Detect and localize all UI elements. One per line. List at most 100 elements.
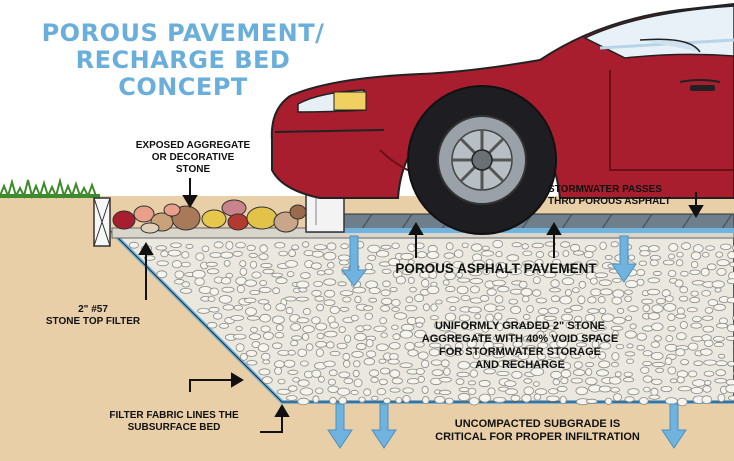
gravel-stone <box>409 286 417 293</box>
gravel-stone <box>642 361 653 367</box>
gravel-stone <box>556 385 568 392</box>
label-porous-asphalt: POROUS ASPHALT PAVEMENT <box>395 261 597 276</box>
gravel-stone <box>564 289 572 297</box>
gravel-stone <box>426 285 440 295</box>
gravel-stone <box>510 394 521 402</box>
gravel-stone <box>209 252 223 258</box>
gravel-stone <box>496 370 510 376</box>
gravel-stone <box>305 343 314 351</box>
gravel-stone <box>468 397 480 406</box>
gravel-stone <box>460 294 471 301</box>
gravel-stone <box>483 303 498 313</box>
gravel-stone <box>471 243 483 252</box>
gravel-stone <box>702 385 712 393</box>
gravel-stone <box>570 353 582 359</box>
gravel-stone <box>680 270 689 277</box>
gravel-stone <box>248 252 258 258</box>
gravel-stone <box>590 288 602 297</box>
gravel-stone <box>387 358 400 365</box>
gravel-stone <box>328 369 338 377</box>
gravel-stone <box>232 250 243 257</box>
gravel-stone <box>483 368 496 375</box>
gravel-stone <box>455 271 463 278</box>
gravel-stone <box>591 340 600 349</box>
gravel-stone <box>338 371 351 379</box>
gravel-stone <box>560 241 571 248</box>
gravel-stone <box>534 259 544 268</box>
gravel-stone <box>429 342 442 349</box>
gravel-stone <box>438 389 452 395</box>
gravel-stone <box>391 324 399 330</box>
gravel-stone <box>444 312 457 322</box>
gravel-stone <box>552 378 560 386</box>
gravel-stone <box>701 395 713 405</box>
gravel-stone <box>663 303 677 312</box>
gravel-stone <box>636 344 645 351</box>
gravel-stone <box>170 242 182 248</box>
gravel-stone <box>640 366 650 374</box>
gravel-stone <box>367 244 381 253</box>
gravel-stone <box>457 361 471 370</box>
gravel-stone <box>430 303 438 312</box>
gravel-stone <box>686 307 698 313</box>
gravel-stone <box>368 287 381 295</box>
gravel-stone <box>402 387 414 394</box>
label-stone-top-filter: 2" #57 STONE TOP FILTER <box>45 304 141 327</box>
gravel-stone <box>562 250 570 257</box>
gravel-stone <box>611 361 619 368</box>
gravel-stone <box>576 342 587 348</box>
gravel-stone <box>469 369 478 378</box>
gravel-stone <box>365 350 377 358</box>
gravel-stone <box>197 307 211 314</box>
gravel-stone <box>675 313 686 319</box>
gravel-stone <box>561 277 575 286</box>
gravel-stone <box>220 277 232 285</box>
gravel-stone <box>444 271 456 281</box>
gravel-stone <box>479 359 489 368</box>
gravel-stone <box>275 324 284 332</box>
gravel-stone <box>323 278 337 286</box>
gravel-stone <box>342 296 352 303</box>
gravel-stone <box>585 362 595 368</box>
gravel-stone <box>676 332 687 341</box>
gravel-stone <box>649 259 659 267</box>
gravel-stone <box>427 335 441 341</box>
gravel-stone <box>556 339 569 348</box>
gravel-stone <box>380 332 388 338</box>
gravel-stone <box>518 323 532 330</box>
gravel-stone <box>388 257 401 267</box>
gravel-stone <box>339 306 350 312</box>
gravel-stone <box>727 361 734 367</box>
gravel-stone <box>233 304 243 311</box>
gravel-stones <box>128 240 734 407</box>
gravel-stone <box>598 385 612 393</box>
gravel-stone <box>573 369 586 376</box>
gravel-stone <box>664 357 673 366</box>
gravel-stone <box>563 308 573 314</box>
gravel-stone <box>415 367 425 375</box>
gravel-stone <box>407 349 419 357</box>
gravel-stone <box>561 362 572 370</box>
gravel-stone <box>574 324 583 330</box>
gravel-stone <box>185 243 194 249</box>
gravel-stone <box>323 299 336 307</box>
gravel-stone <box>595 325 607 331</box>
gravel-stone <box>275 277 288 285</box>
gravel-stone <box>179 287 193 294</box>
gravel-stone <box>414 294 425 303</box>
gravel-stone <box>478 379 491 388</box>
gravel-stone <box>311 316 321 325</box>
gravel-stone <box>206 268 220 275</box>
gravel-stone <box>426 251 440 259</box>
gravel-stone <box>712 336 725 342</box>
gravel-stone <box>351 350 364 358</box>
gravel-stone <box>353 360 361 368</box>
gravel-stone <box>262 359 271 365</box>
gravel-stone <box>275 303 286 312</box>
gravel-stone <box>299 387 314 396</box>
gravel-stone <box>493 396 507 403</box>
gravel-stone <box>510 305 522 314</box>
gravel-stone <box>647 312 661 320</box>
gravel-stone <box>642 375 653 383</box>
gravel-stone <box>533 393 542 401</box>
